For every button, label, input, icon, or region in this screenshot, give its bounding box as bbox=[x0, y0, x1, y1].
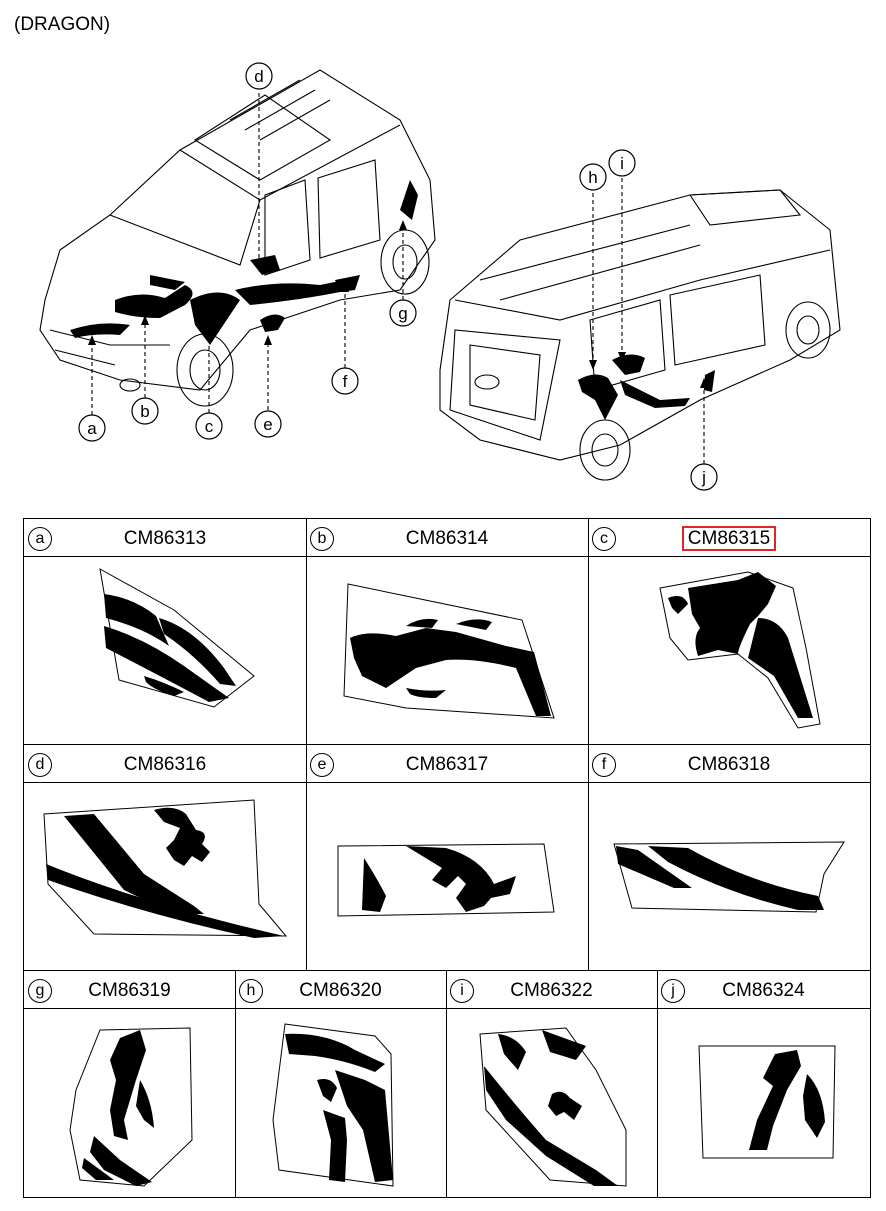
callout-d-label: d bbox=[254, 67, 263, 86]
part-letter: f bbox=[592, 753, 616, 777]
diagram-title: (DRAGON) bbox=[14, 14, 111, 35]
front-car-decals bbox=[70, 180, 418, 345]
decal-b-illustration bbox=[343, 583, 555, 719]
part-number: CM86322 bbox=[510, 980, 593, 1001]
part-number: CM86314 bbox=[405, 528, 489, 549]
part-letter: i bbox=[450, 979, 474, 1003]
callout-h-label: h bbox=[588, 168, 597, 187]
callout-a: a bbox=[78, 414, 106, 442]
car-illustrations: d a b c e f g h i j bbox=[39, 62, 841, 491]
part-cell-f-header: f CM86318 bbox=[588, 745, 870, 783]
part-cell-i-header: i CM86322 bbox=[446, 971, 657, 1009]
part-letter: h bbox=[239, 979, 263, 1003]
part-cell-b-header: b CM86314 bbox=[306, 519, 588, 557]
part-number: CM86317 bbox=[405, 754, 489, 775]
part-number: CM86324 bbox=[722, 980, 805, 1001]
decal-e-illustration bbox=[337, 843, 555, 917]
part-number: CM86313 bbox=[123, 528, 207, 549]
part-letter: c bbox=[592, 527, 616, 551]
callout-e-label: e bbox=[263, 415, 272, 434]
callout-b-label: b bbox=[140, 402, 149, 421]
part-letter: d bbox=[28, 753, 52, 777]
part-number: CM86320 bbox=[299, 980, 382, 1001]
decal-d-illustration bbox=[43, 799, 288, 938]
decal-j-illustration bbox=[698, 1045, 836, 1159]
column-divider bbox=[235, 970, 236, 1197]
part-number-highlighted: CM86315 bbox=[681, 526, 777, 551]
part-cell-e-header: e CM86317 bbox=[306, 745, 588, 783]
part-cell-j-header: j CM86324 bbox=[657, 971, 870, 1009]
callout-h: h bbox=[579, 163, 607, 191]
part-cell-h-header: h CM86320 bbox=[235, 971, 446, 1009]
front-car-drawing bbox=[39, 69, 436, 407]
row-divider bbox=[24, 744, 870, 745]
callout-i-label: i bbox=[620, 154, 624, 173]
part-number: CM86316 bbox=[123, 754, 207, 775]
column-divider bbox=[306, 519, 307, 970]
part-cell-d-header: d CM86316 bbox=[24, 745, 306, 783]
row-divider bbox=[24, 970, 870, 971]
callout-c-label: c bbox=[205, 417, 214, 436]
column-divider bbox=[446, 970, 447, 1197]
callout-leaders bbox=[88, 93, 708, 464]
callout-f-label: f bbox=[343, 372, 348, 391]
decal-a-illustration bbox=[99, 568, 255, 708]
decal-g-illustration bbox=[69, 1027, 193, 1187]
decal-h-illustration bbox=[272, 1023, 394, 1187]
part-letter: e bbox=[310, 753, 334, 777]
column-divider bbox=[588, 519, 589, 970]
callout-i: i bbox=[608, 149, 636, 177]
part-letter: b bbox=[310, 527, 334, 551]
decal-f-illustration bbox=[613, 841, 845, 913]
callout-d: d bbox=[245, 62, 273, 90]
callout-j-label: j bbox=[701, 468, 706, 487]
part-letter: a bbox=[28, 527, 52, 551]
part-number: CM86319 bbox=[88, 980, 171, 1001]
callout-g-label: g bbox=[398, 304, 407, 323]
part-letter: j bbox=[661, 979, 685, 1003]
decal-c-illustration bbox=[659, 571, 821, 729]
callout-e: e bbox=[254, 410, 282, 438]
decal-i-illustration bbox=[479, 1027, 627, 1187]
rear-car-decals bbox=[578, 354, 715, 420]
callout-b: b bbox=[131, 397, 159, 425]
callout-g: g bbox=[389, 299, 417, 327]
parts-table: a CM86313 b CM86314 c CM86315 d CM86316 … bbox=[23, 518, 871, 1198]
callout-j: j bbox=[690, 463, 718, 491]
part-cell-c-header: c CM86315 bbox=[588, 519, 870, 557]
part-number: CM86318 bbox=[687, 754, 771, 775]
callout-a-label: a bbox=[87, 419, 97, 438]
callout-c: c bbox=[195, 412, 223, 440]
part-cell-g-header: g CM86319 bbox=[24, 971, 235, 1009]
callout-f: f bbox=[331, 367, 359, 395]
part-letter: g bbox=[28, 979, 52, 1003]
part-cell-a-header: a CM86313 bbox=[24, 519, 306, 557]
column-divider bbox=[657, 970, 658, 1197]
rear-car-drawing bbox=[439, 189, 841, 481]
